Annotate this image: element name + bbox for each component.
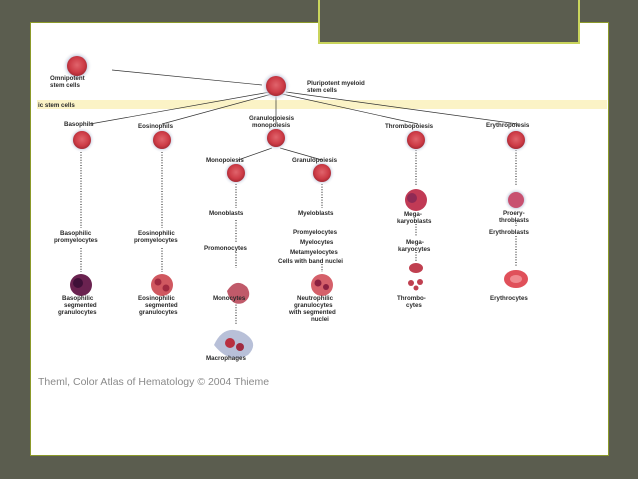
label-eosinophils: Eosinophils (138, 123, 174, 130)
label-proerythroblasts-1: Proery- (503, 210, 525, 217)
label-basophilic-granulocytes-1: Basophilic (62, 295, 94, 302)
dotted-lineages (80, 150, 517, 324)
label-granulopoiesis-top-1: Granulopoiesis (249, 115, 295, 122)
label-promyelocytes: Promyelocytes (293, 229, 338, 236)
label-macrophages: Macrophages (206, 355, 246, 362)
label-megakaryoblasts-2: karyoblasts (397, 218, 432, 225)
cell-labels: Omnipotent stem cells Pluripotent myeloi… (38, 75, 530, 362)
label-band-nuclei: Cells with band nuclei (278, 258, 343, 265)
label-thrombocytes-2: cytes (406, 302, 422, 309)
label-erythroblasts: Erythroblasts (489, 229, 529, 236)
label-monocytes: Monocytes (213, 295, 246, 302)
connector-lines (89, 69, 519, 161)
label-granulopoiesis: Granulopoiesis (292, 157, 338, 164)
blast-cells (227, 188, 528, 304)
pluripotent-cell (266, 76, 286, 96)
label-metamyelocytes: Metamyelocytes (290, 249, 338, 256)
label-megakaryoblasts-1: Mega- (404, 211, 422, 218)
title-placeholder-box (318, 0, 580, 44)
label-eosinophilic-promyelocytes-1: Eosinophilic (138, 230, 175, 237)
label-band: ic stem cells (38, 102, 75, 109)
label-erythrocytes: Erythrocytes (490, 295, 528, 302)
label-megakaryocytes-1: Mega- (406, 239, 424, 246)
label-neutrophilic-1: Neutrophilic (297, 295, 334, 302)
label-basophilic-promyelocytes-1: Basophilic (60, 230, 92, 237)
label-granulopoiesis-top-2: monopoiesis (252, 122, 291, 129)
label-omnipotent-2: stem cells (50, 82, 80, 89)
label-pluripotent-1: Pluripotent myeloid (307, 80, 365, 87)
label-thrombocytes-1: Thrombo- (397, 295, 426, 302)
label-proerythroblasts-2: throblasts (499, 217, 529, 224)
slide (30, 22, 609, 456)
label-eosinophilic-granulocytes-1: Eosinophilic (138, 295, 175, 302)
label-thrombopoiesis: Thrombopoiesis (385, 123, 434, 130)
label-monopoiesis: Monopoiesis (206, 157, 244, 164)
credit-line: Theml, Color Atlas of Hematology © 2004 … (38, 376, 269, 388)
label-eosinophilic-granulocytes-3: granulocytes (139, 309, 178, 316)
label-neutrophilic-3: with segmented (288, 309, 336, 316)
label-basophilic-granulocytes-2: segmented (64, 302, 97, 309)
label-monoblasts: Monoblasts (209, 210, 244, 217)
progenitor-cells (69, 125, 529, 186)
label-eosinophilic-granulocytes-2: segmented (145, 302, 178, 309)
label-basophilic-promyelocytes-2: promyelocytes (54, 237, 98, 244)
label-basophilic-granulocytes-3: granulocytes (58, 309, 97, 316)
label-promonocytes: Promonocytes (204, 245, 248, 252)
label-basophils: Basophils (64, 121, 94, 128)
label-myeloblasts: Myeloblasts (298, 210, 334, 217)
mature-cells (70, 263, 528, 359)
stem-cells (62, 51, 291, 101)
label-eosinophilic-promyelocytes-2: promyelocytes (134, 237, 178, 244)
label-myelocytes: Myelocytes (300, 239, 334, 246)
label-erythropoiesis: Erythropoiesis (486, 122, 530, 129)
label-megakaryocytes-2: karyocytes (398, 246, 431, 253)
monocyte (227, 282, 250, 304)
label-pluripotent-2: stem cells (307, 87, 337, 94)
label-omnipotent-1: Omnipotent (50, 75, 85, 82)
label-neutrophilic-4: nuclei (311, 316, 329, 323)
omnipotent-cell (67, 56, 87, 76)
stem-cell-band (37, 100, 607, 109)
label-neutrophilic-2: granulocytes (294, 302, 333, 309)
megakaryocyte-fragment (409, 263, 423, 273)
